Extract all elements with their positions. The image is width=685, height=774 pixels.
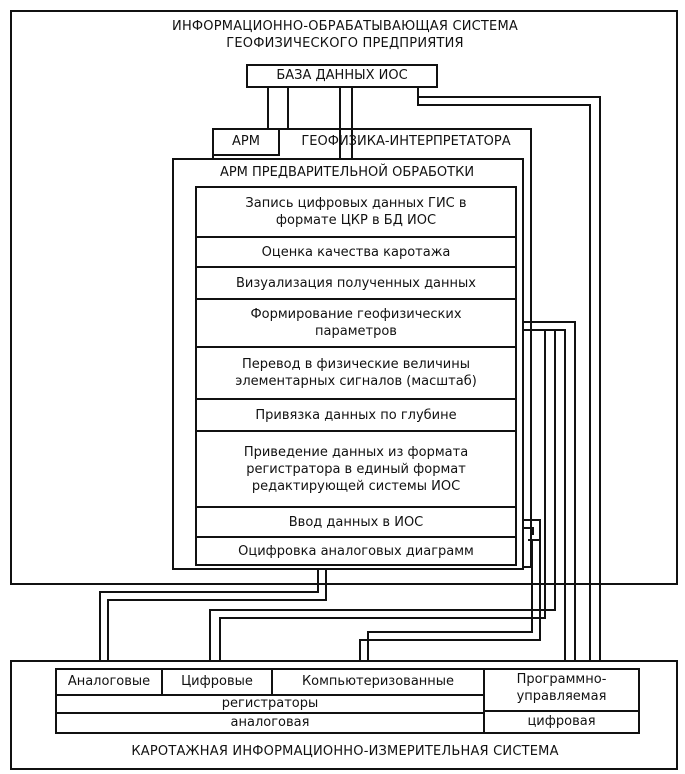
step-data-input: Ввод данных в ИОС	[195, 506, 517, 538]
step-logging-quality: Оценка качества каротажа	[195, 236, 517, 268]
analog-recorders-label: Аналоговые	[67, 674, 151, 689]
arm-geophysicist-label: ГЕОФИЗИКА-ИНТЕРПРЕТАТОРА	[301, 134, 511, 149]
logging-measurement-system-box	[10, 660, 678, 770]
arm-short-box	[212, 128, 280, 156]
arm-preprocessing-label: АРМ ПРЕДВАРИТЕЛЬНОЙ ОБРАБОТКИ	[219, 165, 475, 180]
computerized-recorders-label: Компьютеризованные	[301, 674, 455, 689]
database-label: БАЗА ДАННЫХ ИОС	[276, 68, 408, 83]
digital-lower-cell	[483, 710, 640, 734]
step-depth-binding: Привязка данных по глубине	[195, 398, 517, 432]
arm-short-label: АРМ	[232, 134, 260, 149]
information-processing-system-title: ИНФОРМАЦИОННО-ОБРАБАТЫВАЮЩАЯ СИСТЕМА ГЕО…	[172, 19, 518, 51]
programmable-label: Программно- управляемая	[516, 672, 607, 704]
database-box	[246, 64, 438, 88]
logging-measurement-system-title: КАРОТАЖНАЯ ИНФОРМАЦИОННО-ИЗМЕРИТЕЛЬНАЯ С…	[131, 744, 559, 759]
step-analog-digitizing: Оцифровка аналоговых диаграмм	[195, 536, 517, 566]
step-record-digital-data: Запись цифровых данных ГИС в формате ЦКР…	[195, 186, 517, 238]
information-processing-system-box	[10, 10, 678, 585]
analog-lower-label: аналоговая	[230, 715, 310, 730]
digital-lower-label: цифровая	[527, 714, 596, 729]
registrators-label: регистраторы	[221, 696, 319, 711]
step-physical-values: Перевод в физические величины элементарн…	[195, 346, 517, 400]
step-format-conversion: Приведение данных из формата регистратор…	[195, 430, 517, 508]
digital-recorders-label: Цифровые	[181, 674, 253, 689]
step-geophysical-parameters: Формирование геофизических параметров	[195, 298, 517, 348]
step-visualization: Визуализация полученных данных	[195, 266, 517, 300]
